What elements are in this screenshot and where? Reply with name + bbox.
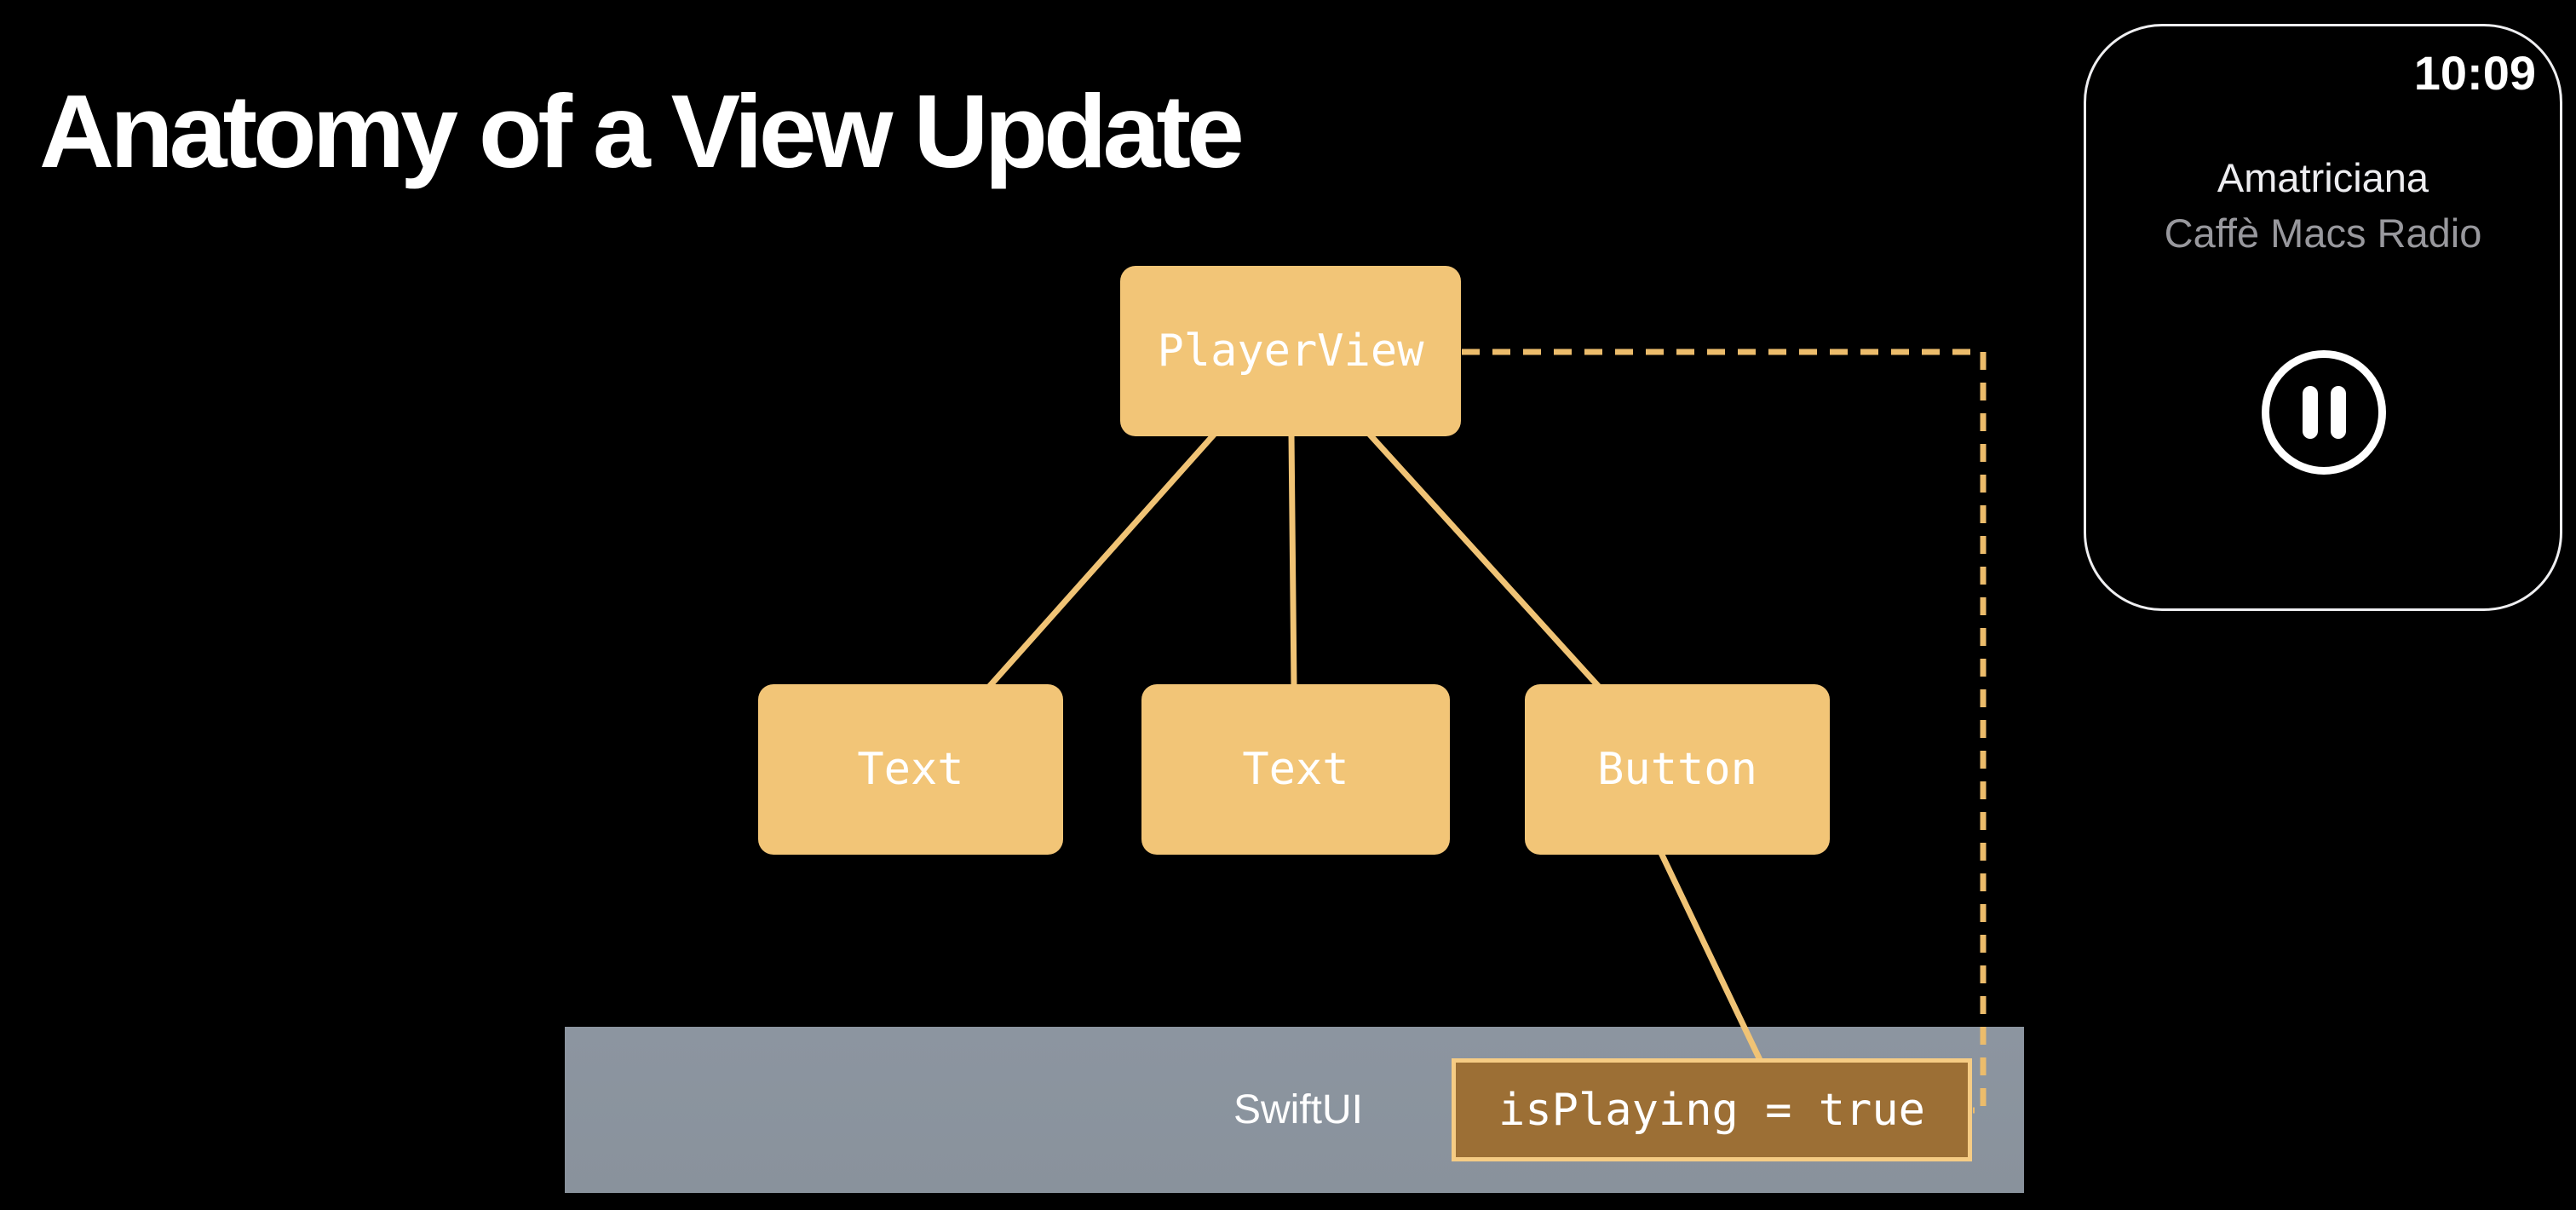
watch-station-name: Caffè Macs Radio <box>2164 210 2482 256</box>
node-playerview-label: PlayerView <box>1157 326 1424 377</box>
node-button-label: Button <box>1597 744 1757 795</box>
edge-playerview-button <box>1366 431 1602 690</box>
node-text-1: Text <box>758 684 1063 855</box>
pause-icon[interactable] <box>2262 350 2386 475</box>
state-isplaying-box: isPlaying = true <box>1452 1058 1972 1161</box>
node-text-2-label: Text <box>1242 744 1349 795</box>
watch-song-title: Amatriciana <box>2217 155 2429 200</box>
node-button: Button <box>1525 684 1830 855</box>
slide-title: Anatomy of a View Update <box>39 72 1245 189</box>
node-playerview: PlayerView <box>1120 266 1461 436</box>
watch-screen: 10:09 Amatriciana Caffè Macs Radio <box>2084 24 2562 611</box>
node-text-1-label: Text <box>857 744 964 795</box>
node-text-2: Text <box>1141 684 1450 855</box>
edge-playerview-text1 <box>986 431 1217 690</box>
state-isplaying-value: isPlaying = true <box>1498 1084 1925 1136</box>
edge-playerview-text2 <box>1288 431 1297 690</box>
pause-bar-right <box>2330 386 2346 439</box>
swiftui-label: SwiftUI <box>1233 1087 1363 1132</box>
watch-clock: 10:09 <box>2413 46 2536 100</box>
pause-bar-left <box>2302 386 2318 439</box>
